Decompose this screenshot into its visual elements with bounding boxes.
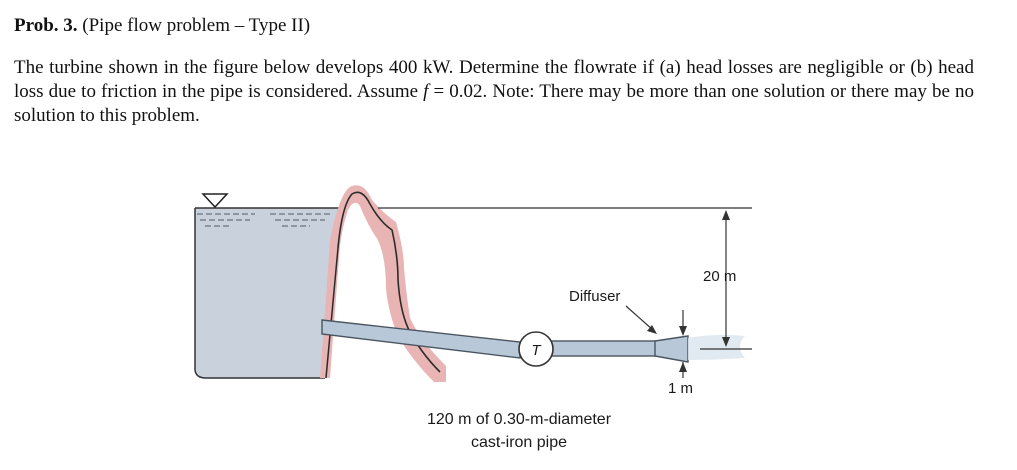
problem-subtitle: (Pipe flow problem – Type II) xyxy=(82,15,311,36)
water-dash-lines xyxy=(197,213,330,227)
dam-rock xyxy=(320,185,446,382)
problem-text-part1: The turbine shown in the figure below de… xyxy=(14,57,974,102)
pipe-caption-line1: 120 m of 0.30-m-diameter xyxy=(427,411,612,428)
diffuser-pointer xyxy=(625,305,654,331)
problem-text-part2: = 0.02. Note: There may be more than one… xyxy=(14,81,974,126)
turbine xyxy=(518,331,554,367)
problem-statement: The turbine shown in the figure below de… xyxy=(14,56,974,128)
reservoir-right-edge xyxy=(325,247,339,379)
friction-factor-symbol: f xyxy=(423,81,429,102)
reservoir-wall xyxy=(194,208,325,379)
free-surface-symbol xyxy=(201,193,229,209)
diffuser xyxy=(654,335,689,363)
length-arrow-bottom xyxy=(679,362,687,372)
turbine-symbol: T xyxy=(531,342,542,359)
diffuser-length-label: 1 m xyxy=(668,380,693,397)
height-arrow-top xyxy=(722,210,730,220)
height-arrow-bottom xyxy=(722,337,730,347)
penstock-pipe xyxy=(321,319,521,359)
height-label: 20 m xyxy=(703,268,736,285)
problem-number: Prob. 3. xyxy=(14,15,78,36)
outlet-pipe xyxy=(547,340,659,357)
dam-rock-outline xyxy=(337,191,441,373)
outflow-jet xyxy=(688,334,745,360)
diffuser-label: Diffuser xyxy=(569,288,620,305)
pipe-caption-line2: cast-iron pipe xyxy=(471,434,567,451)
diffuser-pointer-head xyxy=(647,325,657,334)
reservoir-water xyxy=(195,208,342,378)
problem-heading: Prob. 3. (Pipe flow problem – Type II) xyxy=(14,14,310,38)
length-arrow-top xyxy=(679,326,687,336)
